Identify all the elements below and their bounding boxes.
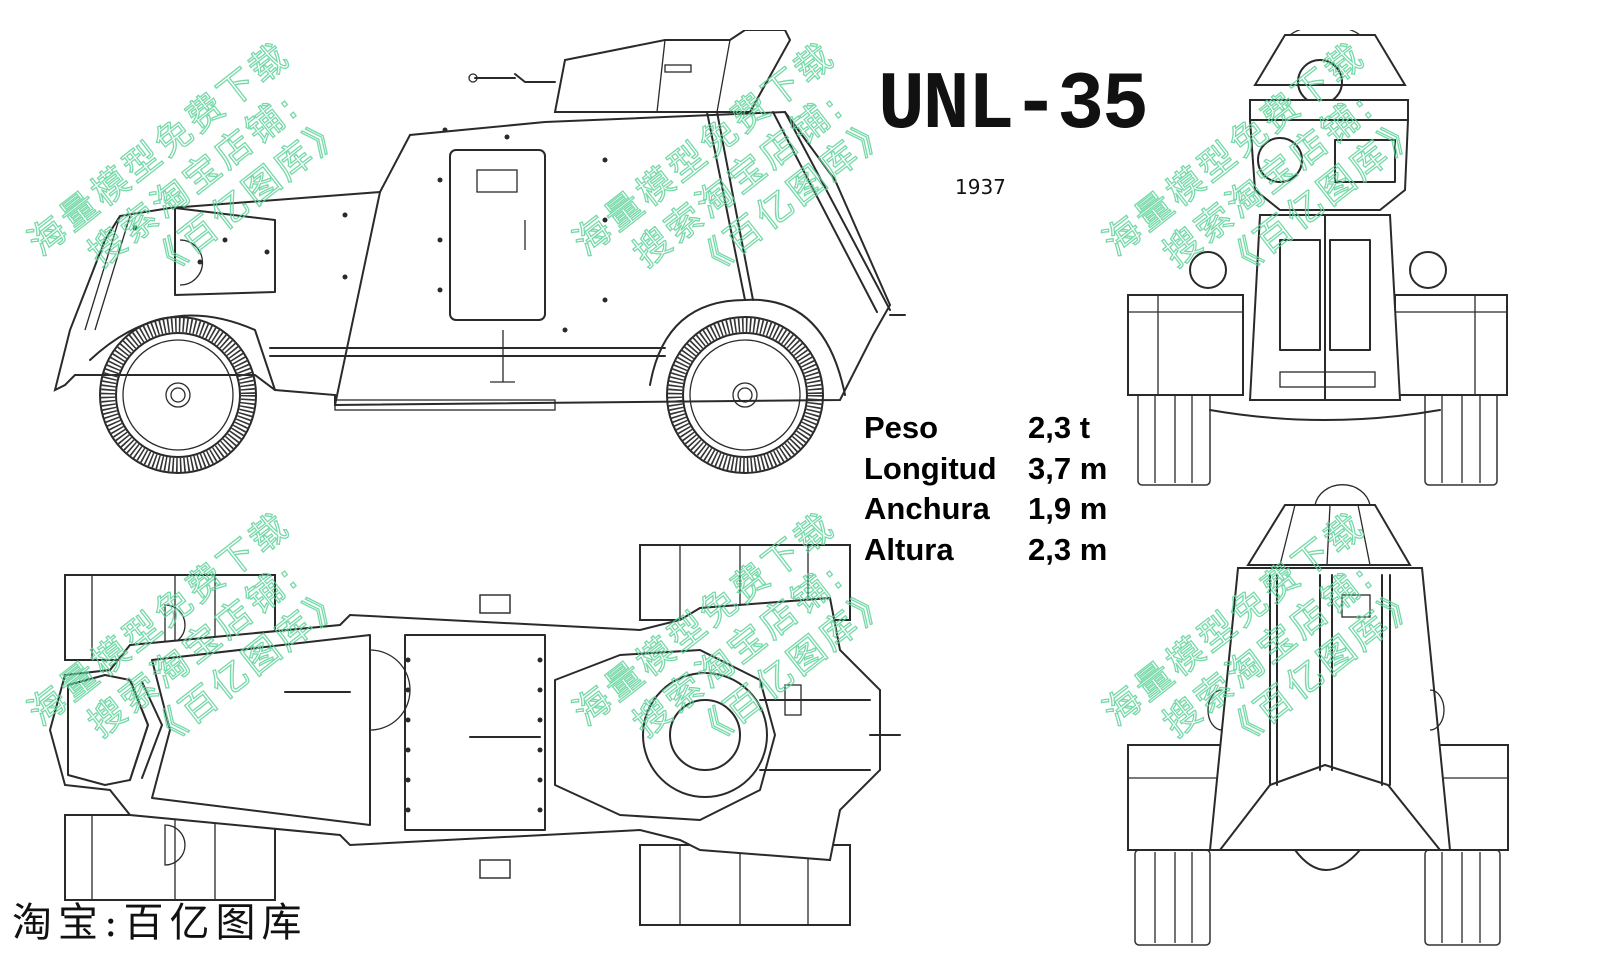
- spec-value: 3,7 m: [1028, 450, 1108, 486]
- front-view-drawing: [1120, 30, 1515, 490]
- spec-row-height: Altura 2,3 m: [864, 530, 1107, 571]
- shop-credit-text: 淘宝:百亿图库: [12, 900, 308, 946]
- spec-value: 2,3 t: [1028, 410, 1091, 445]
- side-view-drawing: [45, 30, 915, 490]
- vehicle-title: UNL-35: [878, 59, 1149, 153]
- spec-row-weight: Peso 2,3 t: [864, 408, 1107, 449]
- front-wheel-icon: [99, 316, 257, 474]
- armored-car-side-icon: [53, 30, 906, 474]
- rear-view-drawing: [1120, 480, 1515, 950]
- spec-row-width: Anchura 1,9 m: [864, 489, 1107, 530]
- spec-label: Peso: [864, 410, 939, 445]
- top-view-drawing: [40, 540, 920, 930]
- spec-label: Altura: [864, 531, 954, 567]
- vehicle-year: 1937: [955, 175, 1006, 199]
- spec-row-length: Longitud 3,7 m: [864, 449, 1107, 490]
- spec-value: 1,9 m: [1028, 491, 1108, 526]
- armored-car-front-icon: [1127, 30, 1508, 486]
- armored-car-rear-icon: [1127, 484, 1509, 946]
- spec-label: Longitud: [864, 450, 997, 486]
- spec-table: Peso 2,3 t Longitud 3,7 m Anchura 1,9 m …: [864, 408, 1107, 570]
- spec-label: Anchura: [864, 491, 990, 526]
- spec-value: 2,3 m: [1028, 531, 1108, 567]
- rear-wheel-icon: [666, 316, 824, 474]
- armored-car-top-icon: [48, 544, 901, 926]
